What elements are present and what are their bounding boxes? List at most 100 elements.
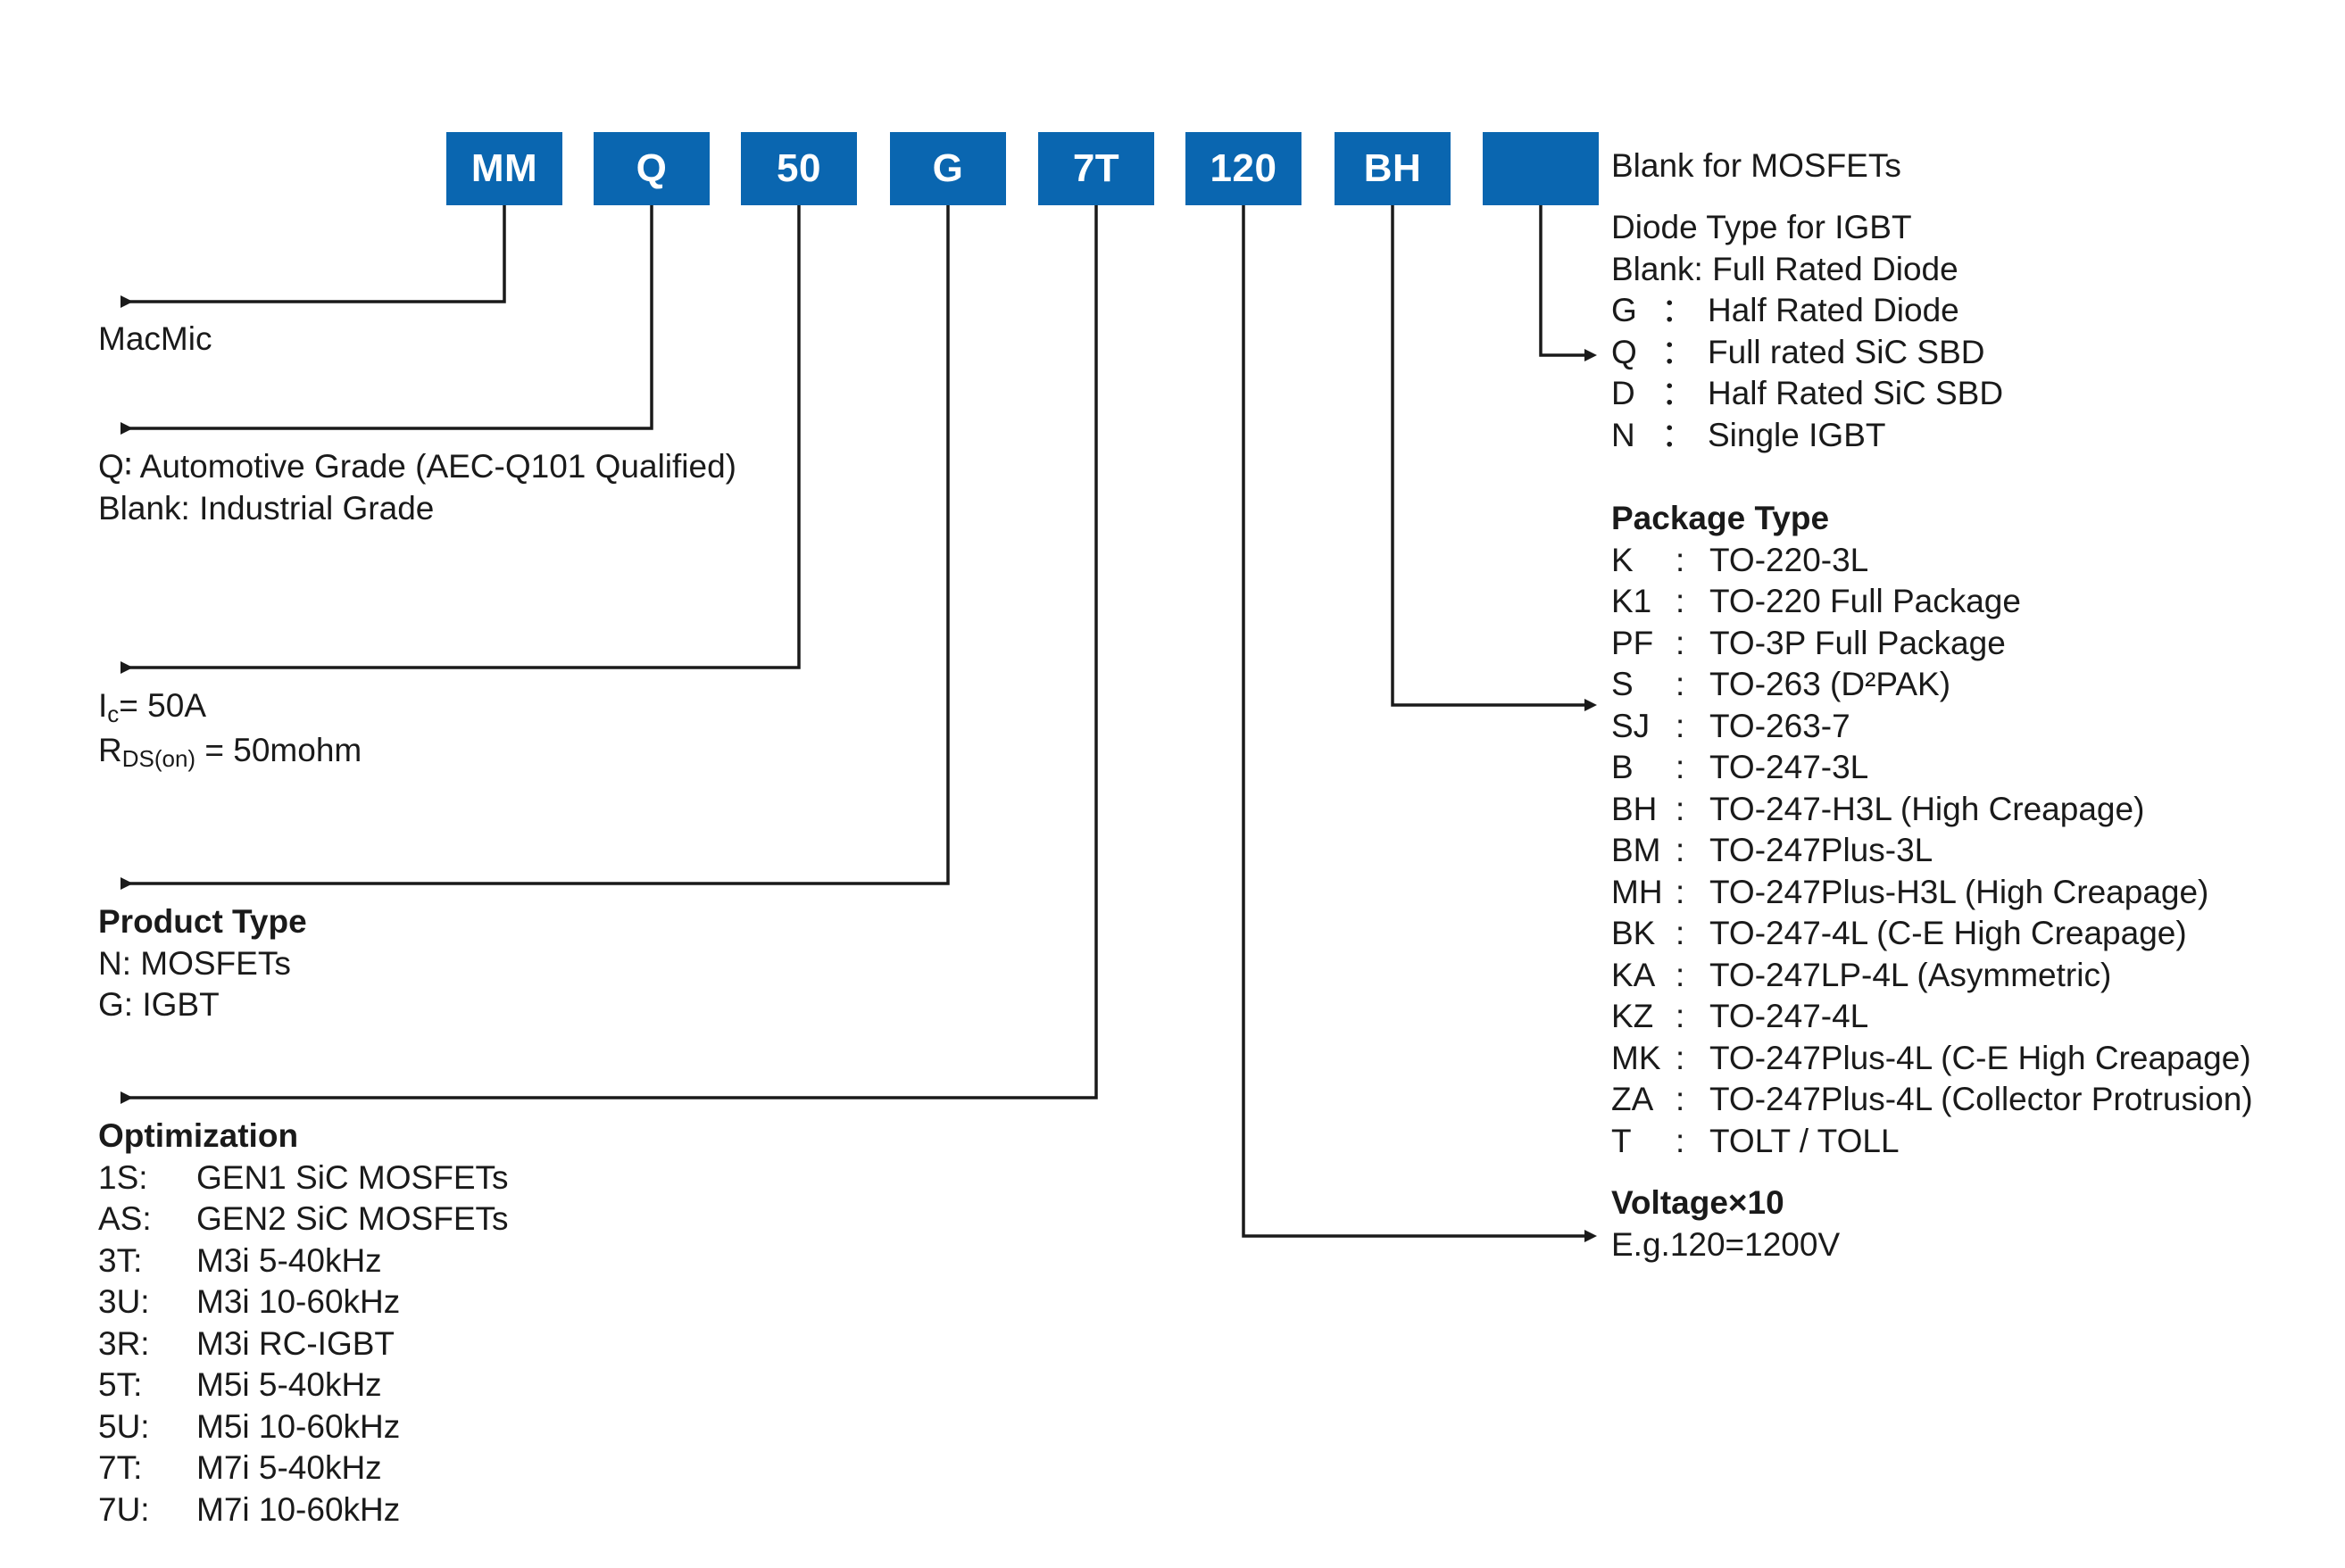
rds-symbol: R — [98, 731, 122, 768]
package-type-item: MH:TO-247Plus-H3L (High Creapage) — [1611, 872, 2253, 914]
optimization-item: 5T: M5i 5-40kHz — [98, 1365, 509, 1406]
code-box-current[interactable]: 50 — [741, 132, 857, 205]
manufacturer-name: MacMic — [98, 320, 212, 357]
package-desc: TO-263-7 — [1709, 707, 1850, 744]
package-separator: : — [1676, 1039, 1685, 1076]
optimization-code: 3R: — [98, 1324, 150, 1362]
optimization-code: 5T: — [98, 1366, 143, 1403]
current-subscript: c — [107, 701, 120, 727]
package-code: SJ — [1611, 707, 1651, 744]
optimization-item: 3U: M3i 10-60kHz — [98, 1282, 509, 1323]
optimization-item: 3T: M3i 5-40kHz — [98, 1240, 509, 1282]
rds-value: = 50mohm — [195, 731, 362, 768]
package-separator: : — [1676, 583, 1685, 619]
optimization-code: 5U: — [98, 1407, 150, 1445]
code-box-manufacturer[interactable]: MM — [446, 132, 562, 205]
mosfet-note: Blank for MOSFETs — [1611, 147, 1901, 184]
diode-type-blank: Blank: Full Rated Diode — [1611, 250, 1958, 287]
diode-type-code: D — [1611, 375, 1635, 411]
leader-current — [121, 205, 801, 674]
package-separator: : — [1676, 956, 1685, 993]
code-box-optimization[interactable]: 7T — [1038, 132, 1154, 205]
package-type-item: BK:TO-247-4L (C-E High Creapage) — [1611, 913, 2253, 955]
leader-grade — [121, 205, 653, 435]
spacer — [162, 1199, 196, 1240]
spacer — [162, 1448, 196, 1489]
product-type-title: Product Type — [98, 903, 307, 940]
package-separator: : — [1676, 666, 1685, 702]
diode-type-title: Diode Type for IGBT — [1611, 209, 1912, 245]
package-type-item: BM:TO-247Plus-3L — [1611, 830, 2253, 872]
diode-type-separator: ： — [1661, 375, 1694, 411]
package-desc: TO-247-4L (C-E High Creapage) — [1709, 915, 2187, 951]
package-type-title: Package Type — [1611, 500, 1830, 536]
package-desc: TO-3P Full Package — [1709, 624, 2006, 661]
grade-block: Q∶ Automotive Grade (AEC-Q101 Qualified)… — [98, 446, 736, 529]
mosfet-note-block: Blank for MOSFETs — [1611, 145, 1901, 187]
diode-type-item: N：Single IGBT — [1611, 415, 2003, 457]
package-desc: TO-263 (D²PAK) — [1709, 666, 1951, 702]
package-type-item: ZA:TO-247Plus-4L (Collector Protrusion) — [1611, 1079, 2253, 1121]
optimization-desc: M5i 10-60kHz — [196, 1407, 401, 1445]
current-value: = 50A — [119, 687, 207, 724]
optimization-item: AS: GEN2 SiC MOSFETs — [98, 1199, 509, 1240]
package-type-item: K:TO-220-3L — [1611, 540, 2253, 582]
optimization-code: 7U: — [98, 1490, 150, 1528]
diode-type-block: Diode Type for IGBT Blank: Full Rated Di… — [1611, 207, 2003, 456]
package-type-item: S: TO-263 (D²PAK) — [1611, 664, 2253, 706]
package-desc: TO-220-3L — [1709, 541, 1869, 578]
package-type-item: K1:TO-220 Full Package — [1611, 581, 2253, 623]
package-code: KZ — [1611, 998, 1654, 1034]
package-desc: TO-247-H3L (High Creapage) — [1709, 790, 2145, 827]
package-code: PF — [1611, 624, 1654, 661]
spacer — [162, 1365, 196, 1406]
package-separator: : — [1676, 624, 1685, 661]
spacer — [162, 1406, 196, 1448]
optimization-desc: M7i 5-40kHz — [196, 1449, 382, 1486]
diode-type-code: Q — [1611, 333, 1637, 370]
optimization-desc: M7i 10-60kHz — [196, 1490, 401, 1528]
spacer — [162, 1157, 196, 1199]
diode-type-desc: Full rated SiC SBD — [1708, 333, 1985, 370]
code-box-grade[interactable]: Q — [594, 132, 710, 205]
code-box-product-type[interactable]: G — [890, 132, 1006, 205]
package-type-item: T:TOLT / TOLL — [1611, 1121, 2253, 1163]
grade-automotive: Q∶ Automotive Grade (AEC-Q101 Qualified) — [98, 448, 736, 485]
package-desc: TO-247Plus-4L (C-E High Creapage) — [1709, 1039, 2251, 1076]
package-code: S — [1611, 666, 1634, 702]
diode-type-item: Q：Full rated SiC SBD — [1611, 332, 2003, 374]
package-type-item: SJ:TO-263-7 — [1611, 706, 2253, 748]
package-code: K1 — [1611, 583, 1652, 619]
package-code: KA — [1611, 956, 1656, 993]
package-desc: TO-247-4L — [1709, 998, 1869, 1034]
rds-rating: RDS(on) = 50mohm — [98, 730, 362, 775]
package-separator: : — [1676, 1122, 1685, 1159]
product-type-igbt: G: IGBT — [98, 986, 220, 1023]
package-desc: TOLT / TOLL — [1709, 1122, 1900, 1159]
optimization-desc: M3i RC-IGBT — [196, 1324, 395, 1362]
optimization-item: 1S: GEN1 SiC MOSFETs — [98, 1157, 509, 1199]
spacer — [162, 1240, 196, 1282]
code-box-voltage[interactable]: 120 — [1185, 132, 1301, 205]
package-type-item: MK:TO-247Plus-4L (C-E High Creapage) — [1611, 1038, 2253, 1080]
package-desc: TO-247Plus-3L — [1709, 832, 1933, 868]
package-code: BK — [1611, 915, 1656, 951]
ratings-block: Ic= 50A RDS(on) = 50mohm — [98, 685, 362, 774]
diode-type-desc: Half Rated Diode — [1708, 292, 1959, 328]
leader-diode-type — [1539, 205, 1597, 361]
code-box-diode-type[interactable] — [1483, 132, 1599, 205]
package-desc: TO-247Plus-4L (Collector Protrusion) — [1709, 1081, 2253, 1117]
optimization-desc: M5i 5-40kHz — [196, 1366, 382, 1403]
code-box-label: MM — [470, 146, 538, 190]
package-code: ZA — [1611, 1081, 1654, 1117]
package-separator: : — [1676, 790, 1685, 827]
optimization-item: 7U: M7i 10-60kHz — [98, 1489, 509, 1531]
package-code: K — [1611, 541, 1634, 578]
code-box-package[interactable]: BH — [1335, 132, 1451, 205]
voltage-block: Voltage×10 E.g.120=1200V — [1611, 1182, 1840, 1265]
diode-type-code: N — [1611, 416, 1635, 453]
optimization-code: 1S: — [98, 1158, 148, 1196]
optimization-code: 3U: — [98, 1283, 150, 1320]
package-type-item: KZ:TO-247-4L — [1611, 996, 2253, 1038]
